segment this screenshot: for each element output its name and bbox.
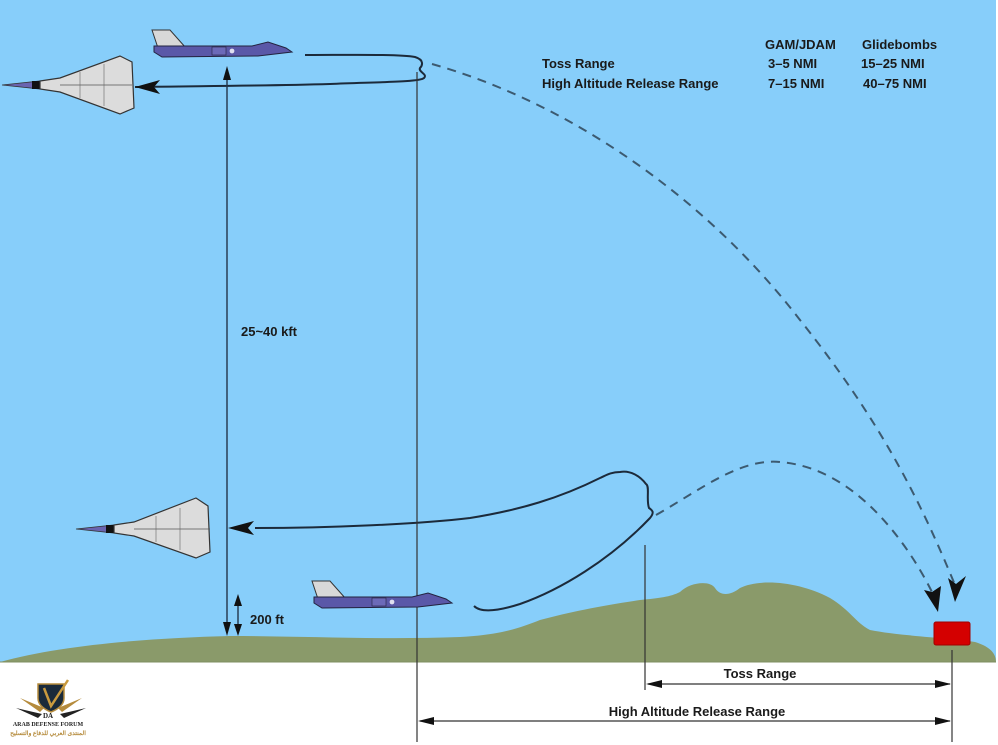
table-row-label-toss: Toss Range [542, 56, 615, 71]
table-cell-toss-glide: 15–25 NMI [861, 56, 925, 71]
high-alt-range-label: High Altitude Release Range [609, 704, 786, 719]
high-alt-range-left-arrow [418, 717, 434, 725]
target-box [933, 621, 971, 646]
altitude-label: 25~40 kft [241, 324, 298, 339]
f14-jet-high-icon [1, 55, 135, 115]
toss-arrowhead [924, 586, 941, 612]
table-cell-toss-gam: 3–5 NMI [768, 56, 817, 71]
high-release-trajectory [431, 63, 956, 586]
high-alt-range-right-arrow [935, 717, 951, 725]
low-altitude-label: 200 ft [250, 612, 285, 627]
toss-range-label: Toss Range [724, 666, 797, 681]
toss-flight-path [254, 470, 654, 612]
logo-name-ar: المنتدى العربي للدفاع والتسليح [10, 731, 86, 737]
altitude-arrow-up-icon [223, 66, 231, 80]
terrain [0, 582, 996, 662]
toss-range-right-arrow [935, 680, 951, 688]
logo-name-en: ARAB DEFENSE FORUM [12, 722, 84, 728]
table-header-glidebombs: Glidebombs [862, 37, 937, 52]
high-release-arrowhead [948, 576, 966, 602]
forum-watermark: DA ARAB DEFENSE FORUM المنتدى العربي للد… [6, 676, 90, 742]
toss-trajectory [655, 460, 933, 593]
table-cell-high-glide: 40–75 NMI [863, 76, 927, 91]
table-cell-high-gam: 7–15 NMI [768, 76, 824, 91]
f111-jet-high-icon [151, 29, 294, 58]
high-path-arrowhead [135, 80, 160, 94]
table-row-label-high-alt: High Altitude Release Range [542, 76, 719, 91]
f14-jet-low-icon [75, 497, 211, 559]
logo-monogram: DA [42, 712, 54, 720]
f111-jet-low-icon [311, 580, 454, 609]
toss-path-arrowhead [228, 521, 254, 535]
table-header-gam-jdam: GAM/JDAM [765, 37, 836, 52]
altitude-arrow-down-icon [223, 622, 231, 636]
sky-background [0, 0, 996, 662]
toss-range-left-arrow [646, 680, 662, 688]
forum-logo-icon [16, 679, 86, 718]
high-altitude-flight-path [134, 53, 426, 88]
low-alt-arrow-down-icon [234, 624, 242, 636]
low-alt-arrow-up-icon [234, 594, 242, 606]
